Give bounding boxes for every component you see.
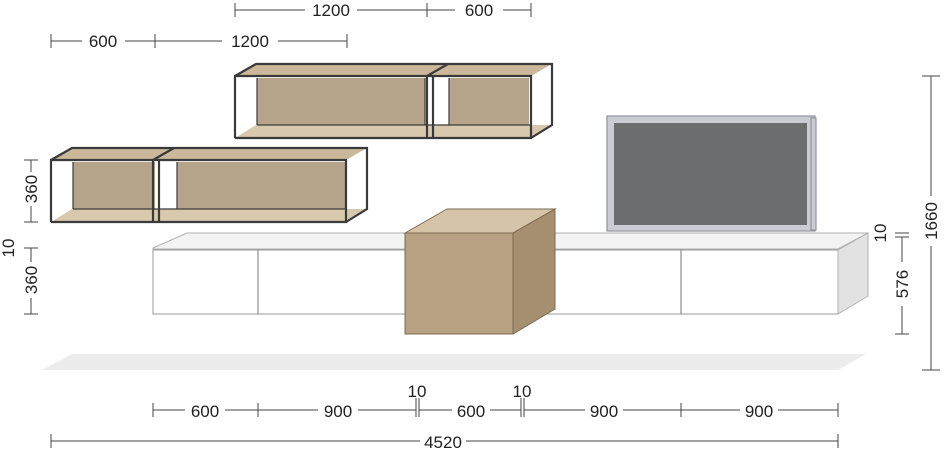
floor-shadow — [42, 354, 866, 370]
dim-bottom-gap-1: 10 — [408, 382, 427, 401]
dim-bottom-gap-2: 10 — [513, 382, 532, 401]
dim-left-lowboard-height: 360 — [22, 266, 41, 294]
dim-left-shelf-height: 360 — [22, 175, 41, 203]
television — [606, 115, 817, 232]
dim-right-total-height: 1660 — [922, 202, 941, 240]
dim-top2-b: 1200 — [231, 32, 269, 51]
dim-top2-a: 600 — [89, 32, 117, 51]
oak-cube — [403, 208, 557, 335]
dim-top1-a: 1200 — [312, 1, 350, 20]
upper-wall-shelf — [233, 62, 554, 140]
dim-bottom-total: 4520 — [424, 433, 462, 452]
dim-bottom-seg-1: 600 — [191, 402, 219, 421]
dimension-lines — [24, 3, 940, 448]
dim-bottom-seg-4: 900 — [590, 402, 618, 421]
dim-bottom-seg-2: 900 — [324, 402, 352, 421]
dim-bottom-seg-5: 900 — [745, 402, 773, 421]
dim-left-gap: 10 — [0, 239, 18, 258]
left-wall-shelf — [49, 146, 369, 224]
dim-right-gap: 10 — [871, 224, 890, 243]
dim-right-lowboard-height: 576 — [893, 270, 912, 298]
dim-top1-b: 600 — [465, 1, 493, 20]
dim-bottom-seg-3: 600 — [457, 402, 485, 421]
